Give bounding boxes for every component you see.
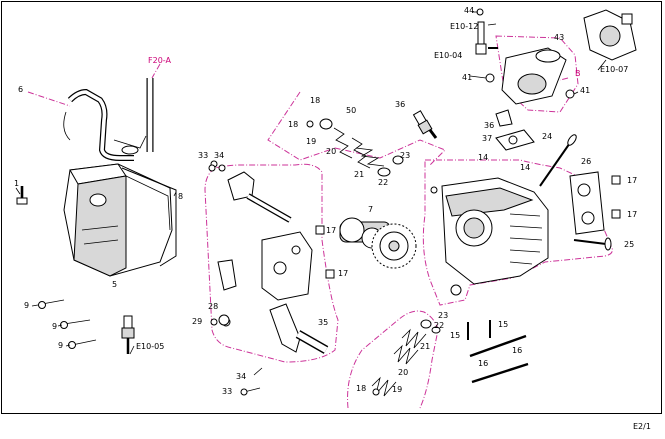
page-ref: E2/1 <box>633 422 651 431</box>
callout-e10-07: E10-07 <box>600 65 628 74</box>
callout-7: 7 <box>368 205 373 214</box>
callout-17c: 17 <box>627 176 637 185</box>
cylinder-head <box>430 177 549 296</box>
rocker-arm-assembly <box>210 160 329 396</box>
ref-b: B <box>575 69 581 78</box>
callout-18c: 18 <box>356 384 366 393</box>
washers-nuts <box>208 164 230 326</box>
callout-18b: 18 <box>288 120 298 129</box>
callout-20a: 20 <box>326 147 336 156</box>
callout-6: 6 <box>18 85 23 94</box>
valve-springs-lower <box>371 319 441 397</box>
callout-24: 24 <box>542 132 552 141</box>
camshaft <box>339 217 417 269</box>
callout-26: 26 <box>581 157 591 166</box>
ref-f20a: F20-A <box>148 56 171 65</box>
callout-14a: 14 <box>478 153 488 162</box>
intake-gasket <box>495 109 535 151</box>
callout-labels: E2/1 F20-A B 1 5 6 7 8 9 9 9 14 14 15 15… <box>14 6 651 431</box>
callout-1: 1 <box>14 179 19 188</box>
callout-33b: 33 <box>222 387 232 396</box>
callout-9a: 9 <box>24 301 29 310</box>
bolt-1 <box>16 186 28 205</box>
callout-25: 25 <box>624 240 634 249</box>
callout-29: 29 <box>192 317 202 326</box>
leader-lines <box>15 11 607 355</box>
callout-22a: 22 <box>378 178 388 187</box>
callout-19a: 19 <box>306 137 316 146</box>
callout-36b: 36 <box>484 121 494 130</box>
callout-16a: 16 <box>478 359 488 368</box>
exhaust-gasket <box>569 171 605 235</box>
callout-44: 44 <box>464 6 474 15</box>
callout-16b: 16 <box>512 346 522 355</box>
valves <box>539 134 612 251</box>
callout-21a: 21 <box>354 170 364 179</box>
callout-15b: 15 <box>498 320 508 329</box>
temp-sensor <box>121 315 135 354</box>
callout-33a: 33 <box>198 151 208 160</box>
callout-14b: 14 <box>520 163 530 172</box>
callout-35: 35 <box>318 318 328 327</box>
callout-28: 28 <box>208 302 218 311</box>
callout-e10-12: E10-12 <box>450 22 478 31</box>
callout-34b: 34 <box>236 372 246 381</box>
callout-17d: 17 <box>627 210 637 219</box>
callout-22b: 22 <box>434 321 444 330</box>
callout-19b: 19 <box>392 385 402 394</box>
valve-springs-upper <box>306 118 404 177</box>
callout-17b: 17 <box>338 269 348 278</box>
callout-43: 43 <box>554 33 564 42</box>
bolts-9 <box>38 299 97 349</box>
callout-23b: 23 <box>438 311 448 320</box>
callout-37: 37 <box>482 134 492 143</box>
callout-20b: 20 <box>398 368 408 377</box>
diagram-frame <box>1 1 662 414</box>
callout-e10-05: E10-05 <box>136 342 164 351</box>
callout-9b: 9 <box>52 322 57 331</box>
callout-41b: 41 <box>580 86 590 95</box>
callout-36a: 36 <box>395 100 405 109</box>
callout-9c: 9 <box>58 341 63 350</box>
callout-17a: 17 <box>326 226 336 235</box>
callout-50: 50 <box>346 106 356 115</box>
injector-parts <box>475 8 498 55</box>
throttle-body <box>565 9 637 99</box>
callout-5: 5 <box>112 280 117 289</box>
studs <box>467 320 529 384</box>
callout-23a: 23 <box>400 151 410 160</box>
callout-41a: 41 <box>462 73 472 82</box>
callout-8: 8 <box>178 192 183 201</box>
small-bolts-17 <box>315 175 621 279</box>
callout-18a: 18 <box>310 96 320 105</box>
head-cover <box>63 163 177 277</box>
breather-tube <box>63 78 154 161</box>
spark-plug <box>412 110 438 139</box>
callout-e10-04: E10-04 <box>434 51 462 60</box>
callout-15a: 15 <box>450 331 460 340</box>
callout-34a: 34 <box>214 151 224 160</box>
intake-manifold <box>485 47 567 105</box>
callout-21b: 21 <box>420 342 430 351</box>
